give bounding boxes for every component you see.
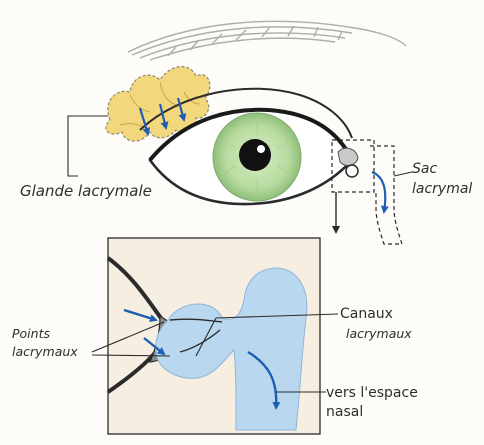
canaux-label-line2: lacrymaux [346, 326, 412, 341]
gland-label: Glande lacrymale [20, 182, 152, 200]
pupil [239, 139, 271, 171]
pupil-highlight [257, 145, 265, 153]
lacrimal-punctum-top [346, 165, 358, 177]
points-label-line1: Points [12, 326, 50, 341]
sac-label-line2: lacrymal [412, 181, 472, 197]
eyebrow [128, 21, 406, 60]
gland-leader-line [68, 116, 108, 176]
caruncle [338, 148, 358, 165]
nasal-label-line2: nasal [326, 404, 363, 420]
nasal-label-line1: vers l'espace [326, 385, 418, 401]
points-label-line2: lacrymaux [12, 344, 78, 359]
canaux-label-line1: Canaux [340, 306, 393, 322]
sac-label-line1: Sac [412, 161, 437, 177]
sac-leader-line [394, 172, 412, 176]
